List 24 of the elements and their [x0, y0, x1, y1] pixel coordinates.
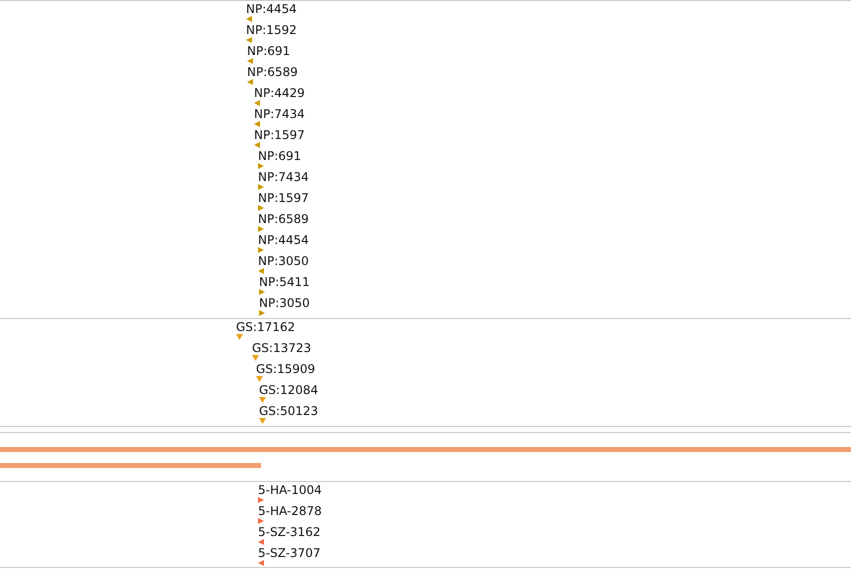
feature-label: NP:7434 [254, 107, 305, 121]
feature-label: GS:17162 [236, 320, 296, 334]
feature-label: NP:4454 [258, 233, 309, 247]
feature-label: GS:15909 [256, 362, 316, 376]
feature-label: NP:691 [247, 44, 290, 58]
feature-label: NP:6589 [258, 212, 309, 226]
feature-label: GS:12084 [259, 383, 318, 397]
feature-label: 5-HA-1004 [258, 483, 322, 497]
feature-label: NP:5411 [259, 275, 310, 289]
feature-label: NP:1597 [254, 128, 305, 142]
feature-label: 5-SZ-3162 [258, 525, 320, 539]
feature-label: GS:50123 [259, 404, 318, 418]
feature-label: NP:3050 [259, 296, 310, 310]
feature-label: NP:691 [258, 149, 302, 163]
feature-label: NP:6589 [247, 65, 298, 79]
feature-label: 5-SZ-3707 [258, 546, 320, 560]
feature-label: NP:4454 [246, 2, 297, 16]
feature-label: NP:3050 [258, 254, 309, 268]
feature-label: GS:13723 [252, 341, 312, 355]
feature-label: 5-HA-2878 [258, 504, 322, 518]
feature-label: NP:4429 [254, 86, 305, 100]
feature-label: NP:1592 [246, 23, 297, 37]
feature-label: NP:7434 [258, 170, 309, 184]
feature-label: NP:1597 [258, 191, 309, 205]
